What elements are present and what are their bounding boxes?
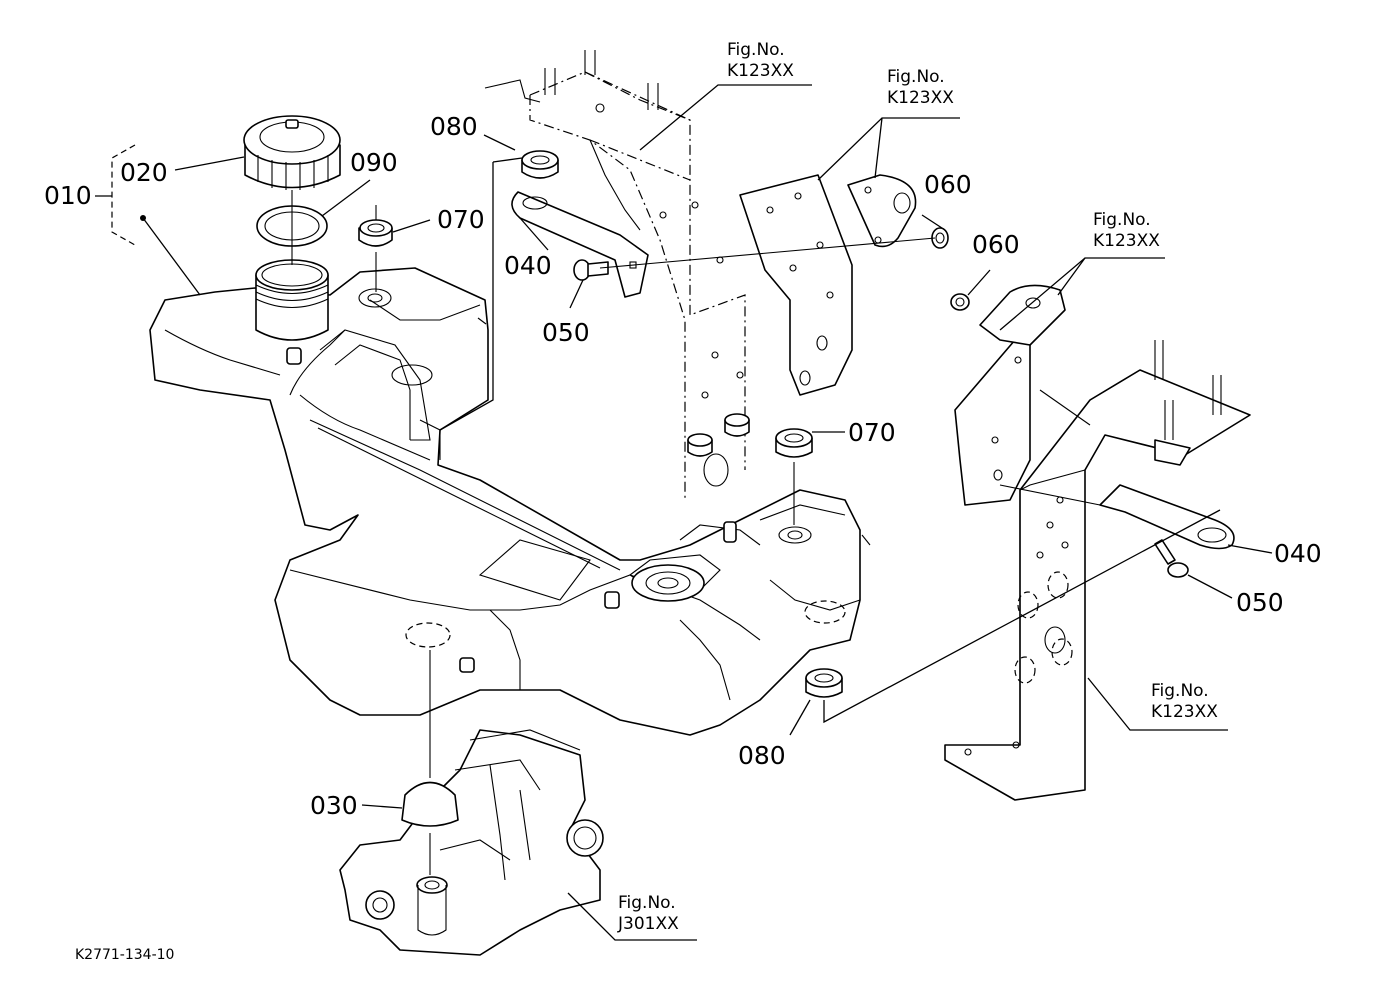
part-label-020[interactable]: 020 xyxy=(120,158,168,187)
right-side-plate xyxy=(954,339,1031,506)
tank-band-right xyxy=(1099,484,1235,550)
fig-ref-number: K123XX xyxy=(1093,231,1160,251)
fig-ref-number: J301XX xyxy=(618,914,679,934)
drawing-number: K2771-134-10 xyxy=(75,947,175,963)
center-plate xyxy=(739,174,853,396)
fig-ref-prefix: Fig.No. xyxy=(1093,210,1151,230)
small-bracket-right xyxy=(979,284,1066,346)
cushion-030 xyxy=(401,650,459,875)
transmission-housing xyxy=(339,729,604,956)
small-bracket-upper xyxy=(847,174,917,248)
fuel-cap xyxy=(243,115,341,265)
fig-ref-3[interactable]: Fig.No. K123XX xyxy=(1093,210,1160,252)
cushion-070-upper xyxy=(358,205,393,292)
part-label-070-middle[interactable]: 070 xyxy=(848,418,896,447)
part-label-060-upper[interactable]: 060 xyxy=(924,170,972,199)
part-label-060-right[interactable]: 060 xyxy=(972,230,1020,259)
bolt-050-right xyxy=(1154,539,1189,578)
filler-neck xyxy=(255,259,329,341)
fig-ref-4[interactable]: Fig.No. K123XX xyxy=(1151,681,1218,723)
center-bracket-frame xyxy=(484,50,750,500)
fig-ref-number: K123XX xyxy=(887,88,954,108)
fig-ref-5[interactable]: Fig.No. J301XX xyxy=(618,893,679,935)
part-label-050-right[interactable]: 050 xyxy=(1236,588,1284,617)
part-label-070-upper[interactable]: 070 xyxy=(437,205,485,234)
part-label-080-upper[interactable]: 080 xyxy=(430,112,478,141)
leader-lines xyxy=(95,84,1273,941)
part-label-010[interactable]: 010 xyxy=(44,181,92,210)
fig-ref-prefix: Fig.No. xyxy=(727,40,785,60)
cushion-080-upper xyxy=(521,150,559,179)
fig-ref-prefix: Fig.No. xyxy=(618,893,676,913)
fuel-tank xyxy=(149,267,871,736)
part-label-050-left[interactable]: 050 xyxy=(542,318,590,347)
fig-ref-number: K123XX xyxy=(1151,702,1218,722)
fig-ref-prefix: Fig.No. xyxy=(887,67,945,87)
part-label-040-left[interactable]: 040 xyxy=(504,251,552,280)
fig-ref-2[interactable]: Fig.No. K123XX xyxy=(887,67,954,109)
fig-ref-prefix: Fig.No. xyxy=(1151,681,1209,701)
part-label-030[interactable]: 030 xyxy=(310,791,358,820)
bolt-050-left xyxy=(573,259,609,281)
fig-ref-1[interactable]: Fig.No. K123XX xyxy=(727,40,794,82)
tank-band-left xyxy=(511,191,649,298)
part-label-090[interactable]: 090 xyxy=(350,148,398,177)
fig-ref-number: K123XX xyxy=(727,61,794,81)
cushion-080-lower xyxy=(805,668,843,698)
nut-060-right xyxy=(950,293,970,311)
part-label-080-lower[interactable]: 080 xyxy=(738,741,786,770)
cushion-070-middle xyxy=(775,428,813,525)
part-label-040-right[interactable]: 040 xyxy=(1274,539,1322,568)
